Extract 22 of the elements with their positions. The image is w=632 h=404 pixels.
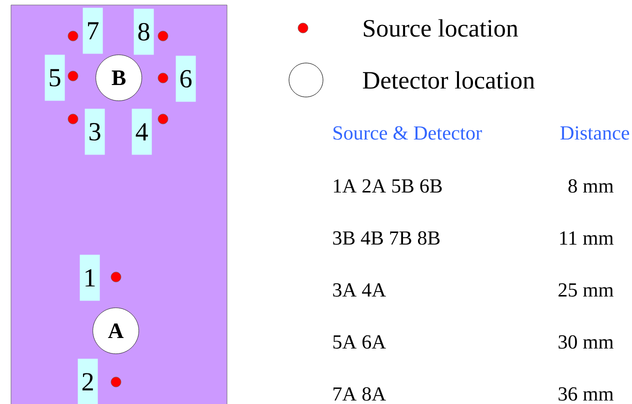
- number-tag: 2: [78, 358, 98, 404]
- table-cell: 25 mm: [558, 283, 614, 297]
- table-cell: 30 mm: [558, 335, 614, 349]
- table-cell: 7A 8A: [334, 387, 386, 401]
- number-tag: 5: [44, 54, 65, 101]
- table-cell: Source & Detector: [334, 126, 482, 140]
- table-cell: 5A 6A: [333, 335, 386, 349]
- number-tag: 3: [84, 108, 105, 155]
- table-cell: 11 mm: [560, 231, 614, 245]
- number-tag: 1: [80, 254, 100, 301]
- legend-text: Source location: [364, 19, 518, 37]
- table-cell: Distance: [560, 126, 630, 140]
- number-tag: 6: [176, 56, 196, 102]
- table-cell: 1A 2A 5B 6B: [334, 179, 442, 193]
- number-tag: 7: [82, 8, 103, 54]
- legend-text: Detector location: [362, 71, 535, 89]
- table-cell: 3A 4A: [333, 283, 386, 297]
- table-cell: 3B 4B 7B 8B: [333, 231, 440, 245]
- number-tag: 4: [132, 108, 152, 155]
- number-tag: 8: [134, 8, 154, 55]
- table-cell: 8 mm: [568, 179, 614, 193]
- table-cell: 36 mm: [558, 387, 614, 401]
